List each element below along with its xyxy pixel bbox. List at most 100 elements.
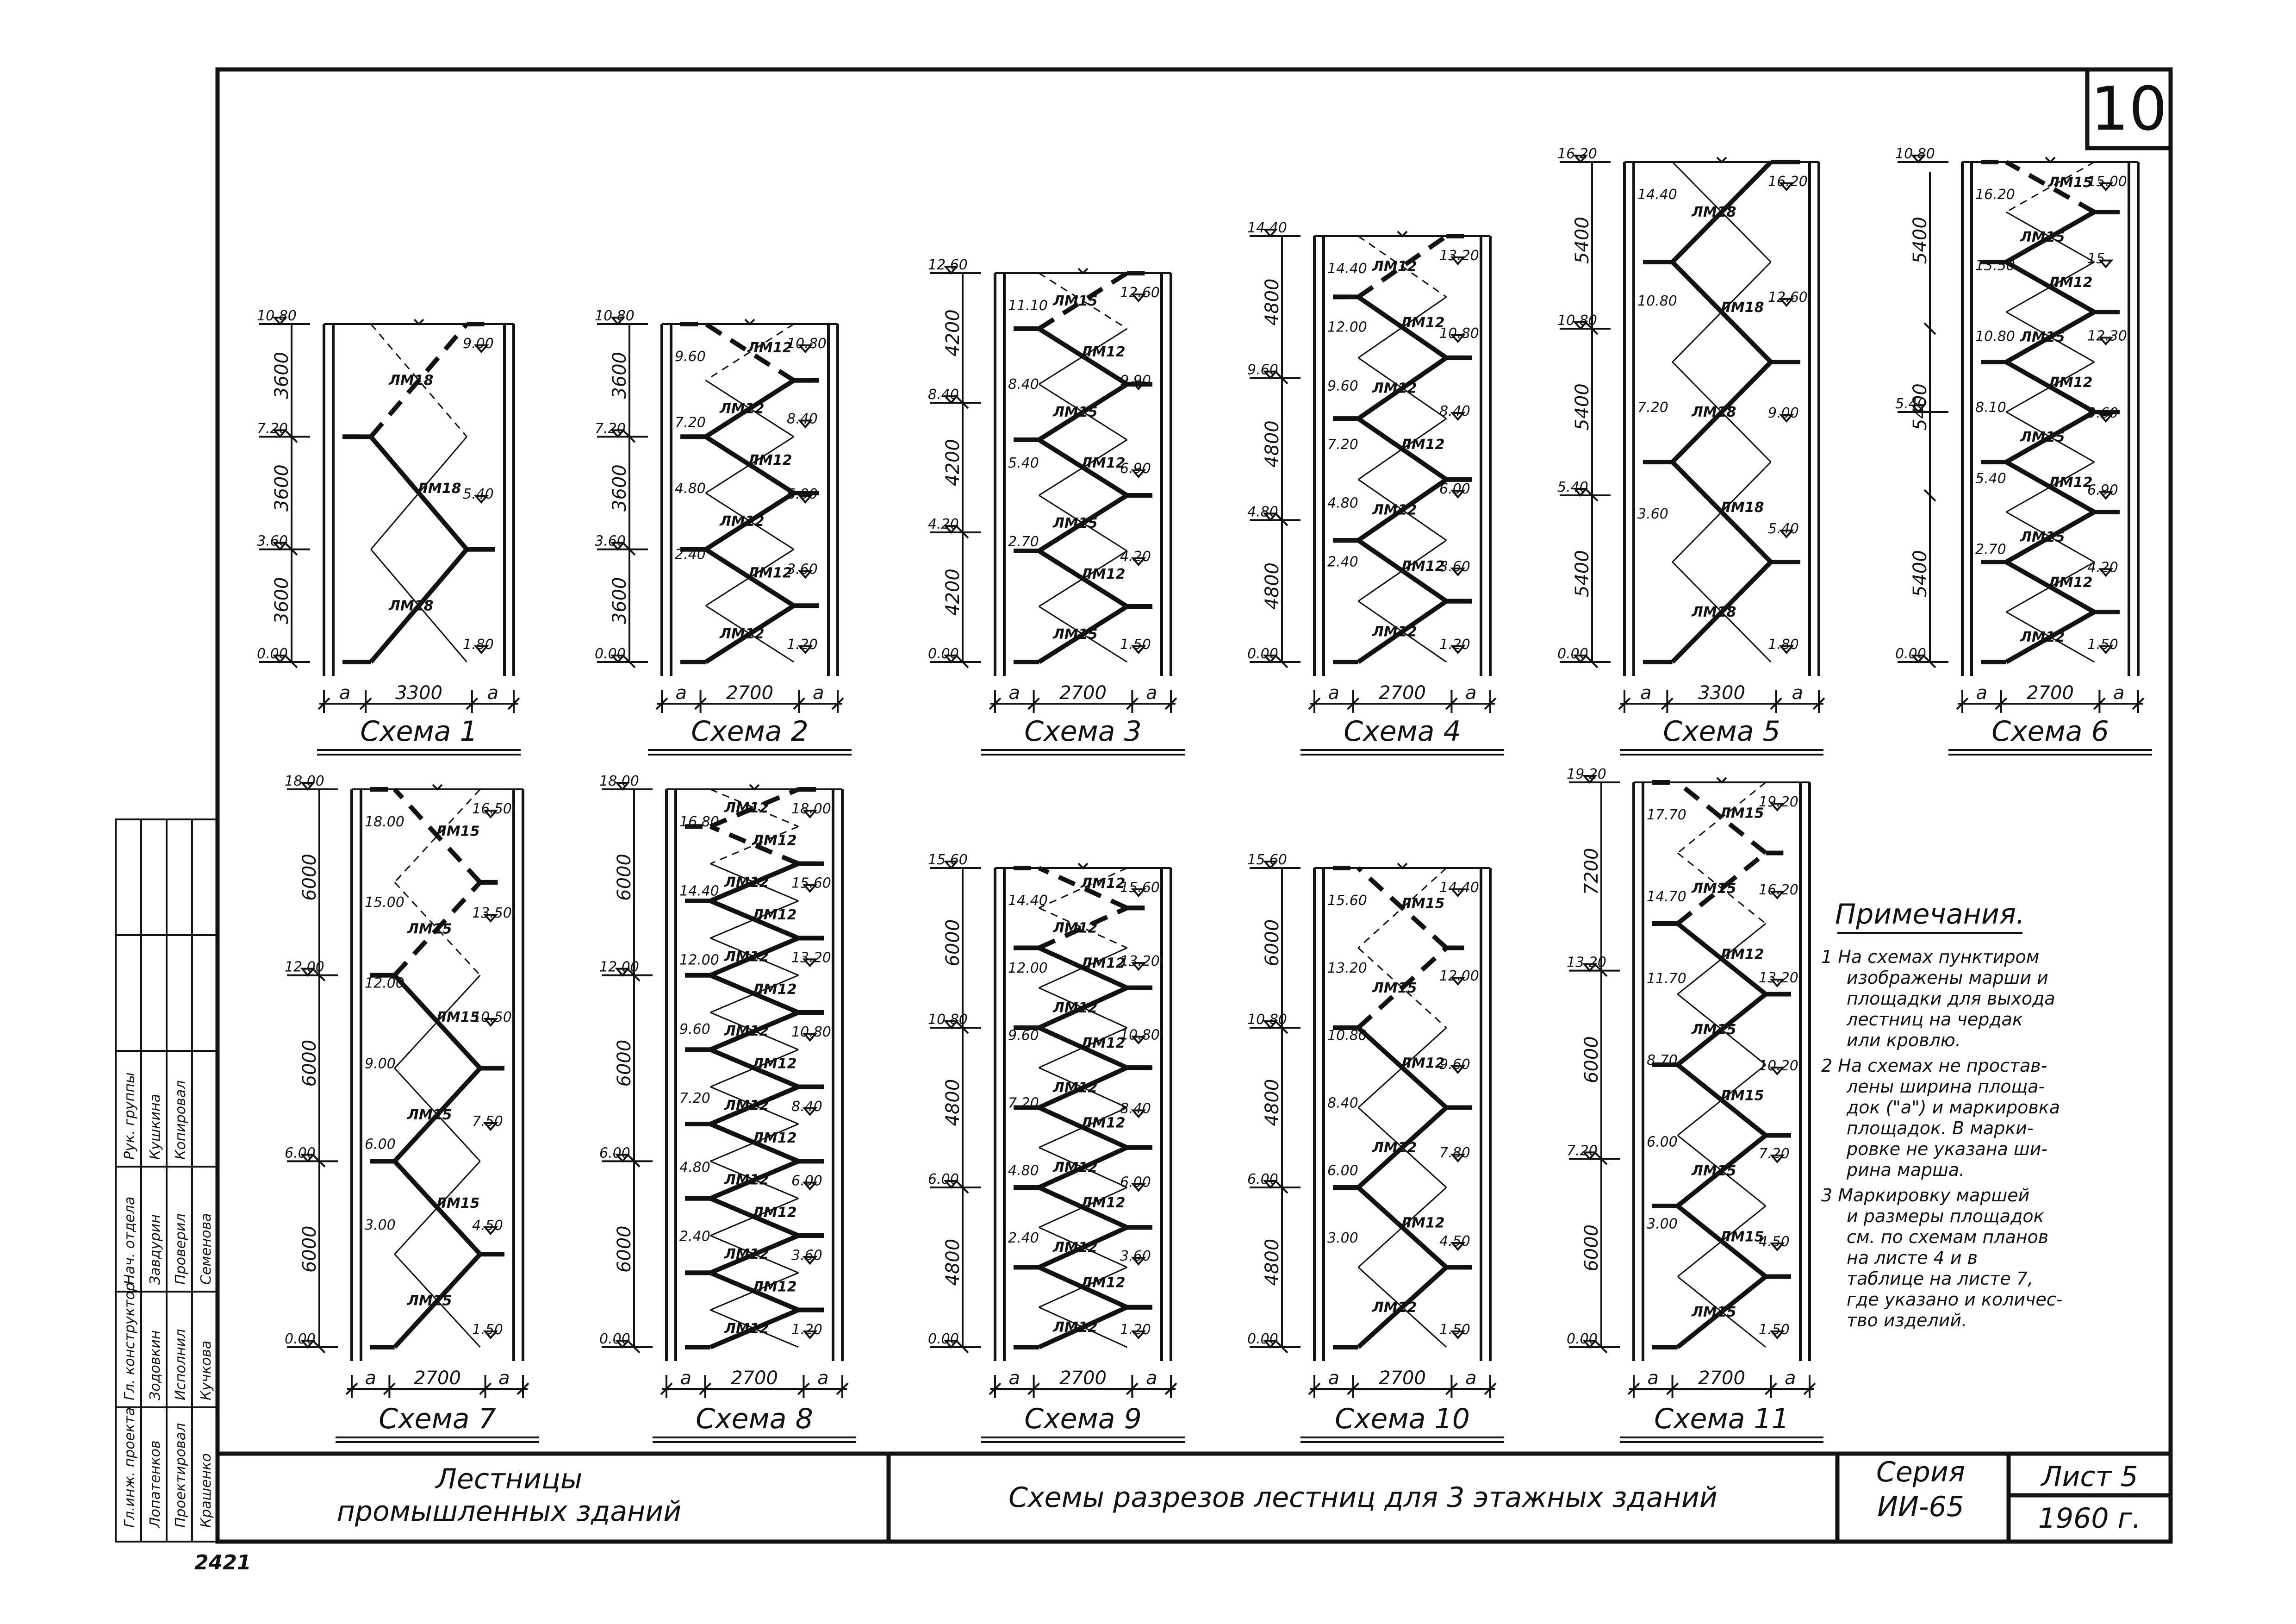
height-dimension: 6000 bbox=[1262, 919, 1283, 967]
height-dimension: 5400 bbox=[1572, 217, 1593, 264]
level-mark: 18.00 bbox=[285, 773, 324, 789]
scheme-label: Схема 4 bbox=[1344, 715, 1461, 748]
level-mark-inner: 7.20 bbox=[679, 1090, 710, 1106]
stair-section-schemes: ЛМ18ЛМ18ЛМ1810.807.203.600.0036003600360… bbox=[257, 146, 2152, 1443]
sheet-number: 10 bbox=[2091, 74, 2167, 144]
level-mark-inner: 13.50 bbox=[1975, 257, 2015, 274]
level-mark: 4.20 bbox=[928, 516, 959, 532]
level-mark-inner: 4.80 bbox=[675, 481, 706, 497]
flight-label: ЛМ12 bbox=[2047, 575, 2093, 591]
landing-dim: а bbox=[1009, 682, 1020, 704]
height-dimension: 6000 bbox=[614, 1040, 635, 1087]
level-mark: 7.20 bbox=[595, 420, 626, 437]
product-title-line1: Лестницы bbox=[435, 1463, 582, 1495]
list-label: Лист 5 bbox=[2040, 1461, 2138, 1493]
height-dimension: 3600 bbox=[609, 577, 630, 625]
flight-label: ЛМ15 bbox=[2020, 529, 2065, 545]
level-mark: 19.20 bbox=[1567, 766, 1606, 782]
flight-label: ЛМ18 bbox=[1691, 204, 1736, 220]
note-line: где указано и количес- bbox=[1847, 1289, 2062, 1310]
height-dimension: 3600 bbox=[609, 464, 630, 512]
level-mark: 0.00 bbox=[928, 1331, 959, 1347]
scheme-2: ЛМ12ЛМ12ЛМ12ЛМ12ЛМ12ЛМ1210.807.203.600.0… bbox=[595, 308, 852, 756]
sheet-frame bbox=[215, 67, 2173, 1544]
flight-label: ЛМ18 bbox=[1691, 604, 1736, 620]
level-mark: 8.40 bbox=[928, 387, 959, 403]
flight-label: ЛМ15 bbox=[1691, 1304, 1736, 1320]
level-mark: 15.60 bbox=[928, 852, 968, 868]
note-line: лестниц на чердак bbox=[1846, 1009, 2023, 1030]
level-mark-inner: 14.40 bbox=[1008, 893, 1048, 909]
height-dimension: 3600 bbox=[271, 352, 292, 399]
landing-dim: а bbox=[1792, 682, 1804, 704]
flight-label: ЛМ12 bbox=[1400, 1055, 1445, 1071]
height-dimension: 5400 bbox=[1572, 383, 1593, 431]
flight-label: ЛМ12 bbox=[724, 874, 769, 891]
level-mark-inner: 6.00 bbox=[365, 1137, 396, 1153]
level-mark: 10.80 bbox=[257, 308, 297, 324]
flight-label: ЛМ12 bbox=[752, 907, 797, 923]
scheme-label: Схема 11 bbox=[1654, 1403, 1789, 1435]
flight-label: ЛМ18 bbox=[1691, 404, 1736, 420]
landing-dim: а bbox=[365, 1368, 376, 1389]
scheme-label: Схема 3 bbox=[1024, 715, 1142, 748]
flight-label: ЛМ12 bbox=[1719, 946, 1764, 962]
scheme-9: ЛМ12ЛМ12ЛМ12ЛМ12ЛМ12ЛМ12ЛМ12ЛМ12ЛМ12ЛМ12… bbox=[928, 852, 1185, 1443]
level-mark-inner: 7.20 bbox=[1327, 437, 1358, 453]
landing-dim: а bbox=[676, 682, 687, 704]
landing-dim: а bbox=[498, 1368, 510, 1389]
level-mark: 3.60 bbox=[257, 533, 288, 550]
level-mark-inner: 7.20 bbox=[1008, 1095, 1039, 1112]
flight-label: ЛМ12 bbox=[2047, 375, 2093, 391]
level-mark: 9.60 bbox=[1247, 362, 1278, 378]
flight-label: ЛМ12 bbox=[752, 1205, 797, 1221]
flight-label: ЛМ12 bbox=[1052, 1319, 1098, 1336]
scheme-label: Схема 8 bbox=[696, 1403, 813, 1435]
flight-label: ЛМ12 bbox=[2047, 475, 2093, 491]
flight-label: ЛМ15 bbox=[1052, 626, 1098, 643]
flight-label: ЛМ12 bbox=[724, 1023, 769, 1039]
width-dimension: 2700 bbox=[726, 682, 773, 704]
height-dimension: 6000 bbox=[942, 919, 964, 967]
flight-label: ЛМ12 bbox=[1052, 1000, 1098, 1016]
flight-label: ЛМ12 bbox=[1400, 1215, 1445, 1231]
scheme-4: ЛМ12ЛМ12ЛМ12ЛМ12ЛМ12ЛМ12ЛМ1214.409.604.8… bbox=[1247, 220, 1504, 756]
width-dimension: 3300 bbox=[395, 682, 442, 704]
landing-dim: а bbox=[1640, 682, 1652, 704]
flight-label: ЛМ12 bbox=[752, 1279, 797, 1295]
height-dimension: 5400 bbox=[1910, 217, 1931, 264]
note-line: лены ширина площа- bbox=[1846, 1076, 2045, 1097]
level-mark: 3.60 bbox=[595, 533, 626, 550]
note-line: ровке не указана ши- bbox=[1846, 1139, 2047, 1159]
title-block: Лестницы промышленных зданий Схемы разре… bbox=[218, 1451, 2171, 1542]
width-dimension: 2700 bbox=[1379, 682, 1426, 704]
flight-label: ЛМ15 bbox=[1052, 293, 1098, 309]
flight-label: ЛМ15 bbox=[407, 1293, 452, 1309]
note-line: площадок. В марки- bbox=[1847, 1118, 2034, 1138]
level-mark: 0.00 bbox=[285, 1331, 316, 1347]
level-mark-inner: 8.40 bbox=[1327, 1095, 1358, 1112]
level-mark-inner: 6.00 bbox=[1327, 1162, 1358, 1179]
stamp-cell: Копировал bbox=[173, 1081, 189, 1160]
level-mark-inner: 4.80 bbox=[1008, 1162, 1039, 1179]
scheme-label: Схема 9 bbox=[1024, 1403, 1142, 1435]
level-mark: 6.00 bbox=[599, 1145, 630, 1161]
height-dimension: 4800 bbox=[1262, 562, 1283, 610]
note-line: 2 На схемах не простав- bbox=[1821, 1056, 2047, 1076]
level-mark-inner: 5.40 bbox=[1008, 455, 1039, 471]
flight-label: ЛМ12 bbox=[719, 626, 765, 642]
landing-dim: а bbox=[1009, 1368, 1020, 1389]
stamp-cell: Крашенко bbox=[198, 1453, 214, 1528]
flight-label: ЛМ15 bbox=[435, 823, 480, 839]
scheme-7: ЛМ15ЛМ15ЛМ15ЛМ15ЛМ15ЛМ1518.0012.006.000.… bbox=[285, 773, 539, 1443]
level-mark-inner: 2.70 bbox=[1975, 542, 2006, 558]
landing-dim: а bbox=[1146, 682, 1157, 704]
level-mark: 5.40 bbox=[1557, 479, 1588, 495]
flight-label: ЛМ12 bbox=[752, 833, 797, 849]
height-dimension: 4200 bbox=[942, 568, 964, 616]
level-mark-inner: 15.60 bbox=[1327, 893, 1367, 909]
flight-label: ЛМ15 bbox=[1691, 881, 1736, 897]
scheme-11: ЛМ15ЛМ15ЛМ15ЛМ15ЛМ15ЛМ12ЛМ15ЛМ1519.2013.… bbox=[1567, 766, 1823, 1443]
note-line: 1 На схемах пунктиром bbox=[1821, 947, 2039, 967]
